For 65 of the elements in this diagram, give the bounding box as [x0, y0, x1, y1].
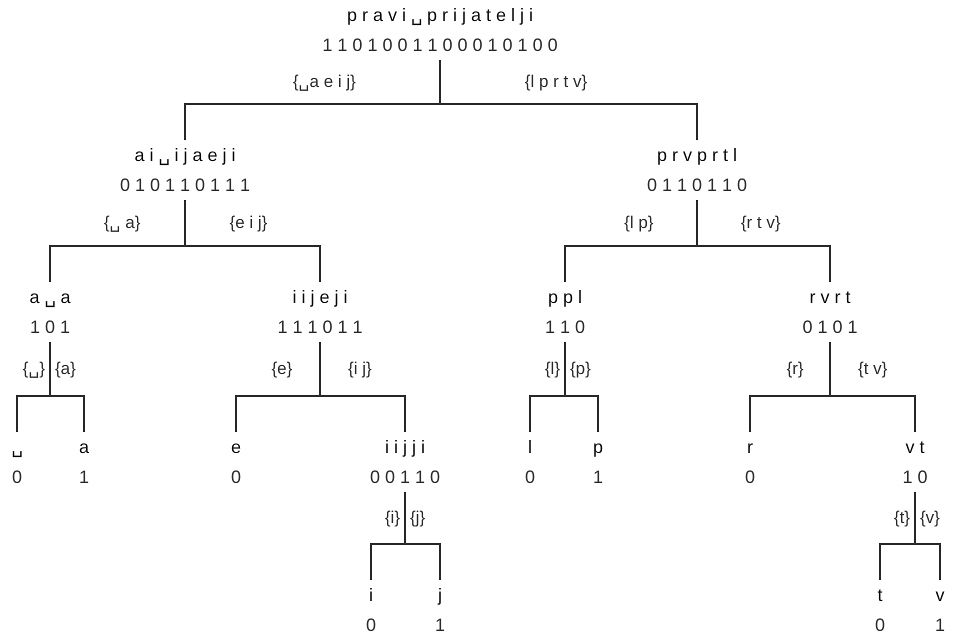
symbol-sequence: e — [231, 436, 241, 459]
symbol-sequence: p r a v i ␣ p r i j a t e l j i — [346, 4, 534, 28]
bit-vector: 1 — [79, 466, 89, 489]
symbol-sequence: a ␣ a — [29, 286, 71, 310]
edge-label: {l p r t v} — [524, 71, 588, 93]
symbol-sequence: v — [936, 584, 944, 607]
tree-branch-line — [439, 60, 698, 140]
symbol-sequence: j — [438, 584, 442, 607]
edge-label: {i} — [384, 507, 400, 529]
bit-vector: 1 1 0 1 0 0 1 1 0 0 0 1 0 1 0 0 — [322, 34, 558, 57]
edge-label: {t} — [894, 507, 910, 529]
bit-vector: 1 1 1 0 1 1 — [277, 316, 363, 339]
edge-label: {t v} — [858, 358, 888, 380]
edge-label: {i j} — [348, 358, 372, 380]
bit-vector: 0 — [366, 614, 376, 637]
edge-label: {e} — [271, 358, 292, 380]
bit-vector: 0 0 1 1 0 — [370, 466, 440, 489]
bit-vector: 0 — [12, 466, 22, 489]
edge-label: {␣ a} — [104, 212, 140, 234]
tree-branch-line — [404, 492, 441, 580]
edge-label: {p} — [570, 358, 591, 380]
symbol-sequence: v t — [905, 436, 924, 459]
bit-vector: 0 — [231, 466, 241, 489]
edge-label: {r} — [786, 358, 804, 380]
bit-vector: 1 — [935, 614, 945, 637]
tree-branch-line — [696, 200, 831, 282]
edge-label: {j} — [410, 507, 426, 529]
bit-vector: 1 0 1 — [30, 316, 70, 339]
tree-branch-line — [319, 342, 406, 432]
symbol-sequence: a i ␣ i j a e j i — [134, 144, 236, 168]
symbol-sequence: ␣ — [12, 436, 22, 460]
bit-vector: 1 — [593, 466, 603, 489]
tree-branch-line — [564, 342, 599, 432]
symbol-sequence: a — [79, 436, 89, 459]
edge-label: {␣} — [22, 358, 45, 380]
tree-branch-line — [184, 200, 321, 282]
symbol-sequence: r v r t — [810, 286, 850, 309]
symbol-sequence: p r v p r t l — [656, 144, 737, 167]
bit-vector: 0 1 0 1 — [802, 316, 858, 339]
edge-label: {e i j} — [230, 212, 268, 234]
symbol-sequence: i i j e j i — [292, 286, 348, 309]
tree-branch-line — [49, 342, 85, 432]
bit-vector: 1 0 — [902, 466, 928, 489]
symbol-sequence: t — [878, 584, 882, 607]
bit-vector: 0 — [875, 614, 885, 637]
tree-branch-line — [914, 492, 941, 580]
edge-label: {a} — [55, 358, 76, 380]
tree-branch-line — [829, 342, 916, 432]
edge-label: {r t v} — [740, 212, 781, 234]
edge-label: {l} — [544, 358, 560, 380]
symbol-sequence: i — [369, 584, 373, 607]
symbol-sequence: p p l — [548, 286, 582, 309]
bit-vector: 0 1 1 0 1 1 0 — [646, 174, 748, 197]
symbol-sequence: r — [747, 436, 753, 459]
bit-vector: 1 1 0 — [544, 316, 586, 339]
edge-label: {␣a e i j} — [292, 71, 356, 93]
symbol-sequence: i i j j i — [385, 436, 425, 459]
edge-label: {l p} — [624, 212, 654, 234]
bit-vector: 0 1 0 1 1 0 1 1 1 — [120, 174, 250, 197]
bit-vector: 1 — [435, 614, 445, 637]
bit-vector: 0 — [745, 466, 755, 489]
bit-vector: 0 — [525, 466, 535, 489]
symbol-sequence: p — [593, 436, 603, 459]
edge-label: {v} — [920, 507, 940, 529]
symbol-sequence: l — [528, 436, 532, 459]
